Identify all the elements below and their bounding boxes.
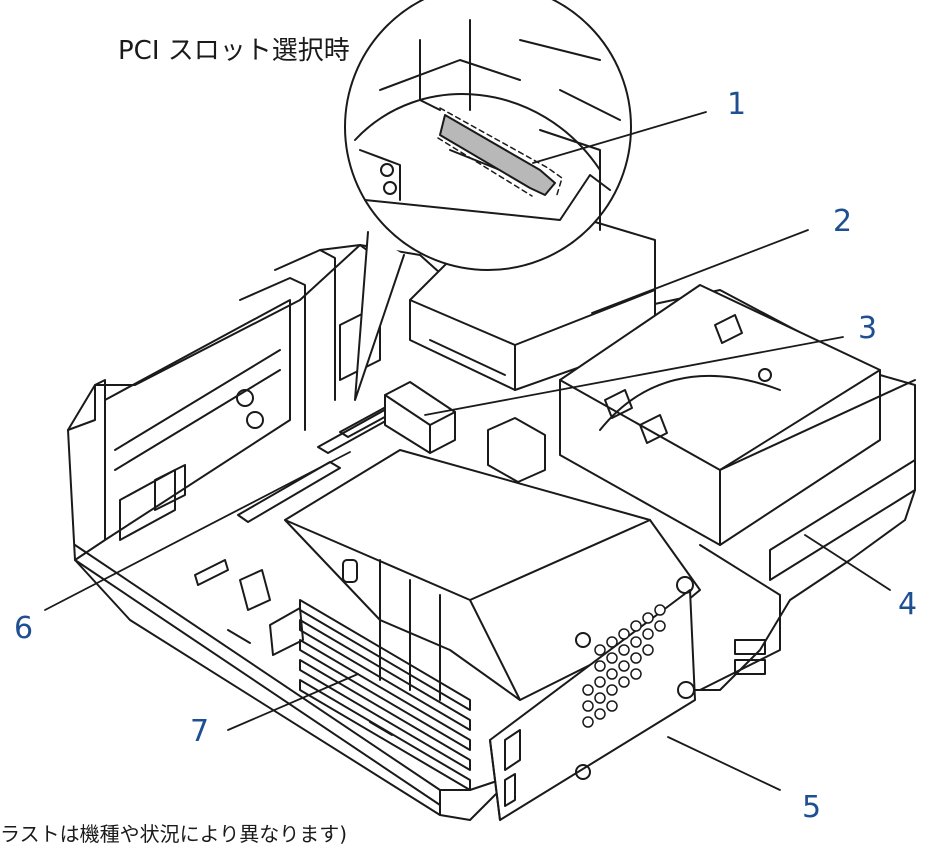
caption-note: ラストは機種や状況により異なります)	[0, 822, 348, 846]
callout-4: 4	[898, 587, 918, 622]
callout-3: 3	[858, 311, 878, 346]
drive-bay	[559, 284, 916, 691]
leader-line-5	[667, 736, 781, 791]
callout-5: 5	[802, 790, 822, 825]
leader-line-3	[424, 336, 844, 416]
connector-block	[384, 381, 456, 454]
memory-slots	[299, 599, 471, 791]
callout-1: 1	[727, 87, 747, 122]
callout-7: 7	[190, 714, 210, 749]
front-bracket	[489, 576, 696, 821]
leader-lines	[44, 111, 891, 791]
leader-line-7	[227, 673, 359, 731]
magnifier-bubble	[344, 0, 632, 401]
leader-line-1	[532, 111, 707, 164]
callout-2: 2	[833, 204, 853, 239]
leader-line-2	[591, 229, 809, 314]
board-components	[194, 417, 546, 656]
leader-line-6	[44, 451, 351, 611]
leader-line-4	[804, 534, 891, 591]
diagram-title: PCI スロット選択時	[118, 36, 350, 66]
callout-6: 6	[14, 611, 34, 646]
